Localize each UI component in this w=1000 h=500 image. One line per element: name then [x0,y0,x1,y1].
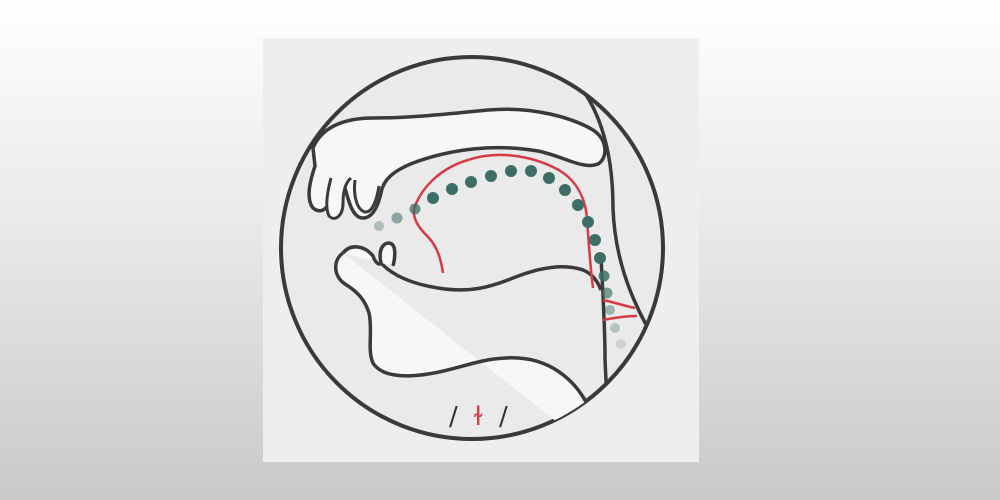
airflow-dot [427,192,439,204]
airflow-dot [374,221,384,231]
tongue-tip [341,241,397,267]
phoneme-open-slash: / [449,402,458,432]
airflow-dot [589,234,601,246]
airflow-dot [485,170,497,182]
airflow-dot [543,172,555,184]
airflow-dot [446,183,458,195]
airflow-dot [559,184,571,196]
airflow-dot [525,165,537,177]
airflow-dot [409,203,421,215]
velar-constriction-lines [602,298,638,322]
phoneme-close-slash: / [499,402,508,432]
tongue-surface [379,261,603,292]
upper-incisor [353,179,381,214]
airflow-dot [391,212,403,224]
upper-teeth [325,176,353,220]
airflow-dot [616,339,626,349]
diagram-panel: / ɫ / [263,38,699,462]
airflow-path [374,165,626,349]
airflow-dot [601,287,613,299]
airflow-dot [594,252,606,264]
phoneme-symbol: ɫ [473,402,483,432]
airflow-dot [598,270,610,282]
pharynx-wall [561,66,663,370]
airflow-dot [610,323,620,333]
airflow-dot [582,216,594,228]
airflow-dot [605,305,615,315]
airflow-dot [505,165,517,177]
mouth-cross-section-diagram: / ɫ / [279,55,665,441]
airflow-dot [465,176,477,188]
airflow-dot [572,199,584,211]
